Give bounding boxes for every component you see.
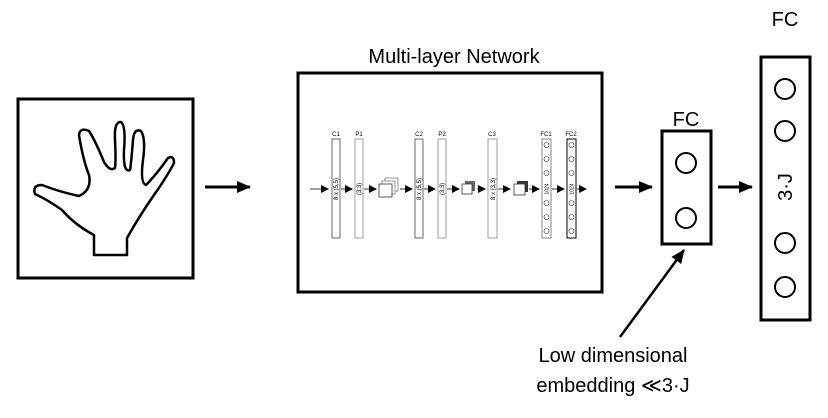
layers-fc2-name: FC2 xyxy=(565,132,577,138)
layer-fc2: FC2 1024 xyxy=(565,132,577,239)
fc-embedding-layer: FC xyxy=(660,109,713,246)
network-internals: C1 8 x (5,5) P1 (3,3) C2 8 x (5,5) P2 (3… xyxy=(310,132,587,239)
layers-c3-size: 8 x (3,3) xyxy=(491,178,497,200)
layers-c2-size: 8 x (5,5) xyxy=(417,178,423,200)
network-title: Multi-layer Network xyxy=(368,46,540,68)
layers-c1-name: C1 xyxy=(332,132,340,138)
layers-fc1-size: 1024 xyxy=(545,183,551,194)
feature-map-cube-2 xyxy=(461,181,475,195)
layer-p1: P1 (3,3) xyxy=(354,132,364,239)
layers-c1-size: 8 x (5,5) xyxy=(334,178,340,200)
layers-c3-name: C3 xyxy=(488,132,496,138)
network-box xyxy=(296,71,604,294)
layer-c3: C3 8 x (3,3) xyxy=(487,132,498,239)
layer-p2: P2 (3,3) xyxy=(437,132,447,239)
layers-fc2-size: 1024 xyxy=(570,183,576,194)
layer-c2: C2 8 x (5,5) xyxy=(414,132,423,239)
hand-input-image xyxy=(16,97,195,280)
fc_large-label: FC xyxy=(772,9,799,31)
fc_small-label: FC xyxy=(673,109,700,131)
feature-map-cube-1 xyxy=(378,177,399,198)
feature-map-cube-3 xyxy=(513,181,528,196)
annotation-arrow xyxy=(618,249,686,338)
annotation-line-1: Low dimensional xyxy=(539,345,688,367)
fc-output-layer: FC 3·J xyxy=(759,9,812,322)
layers-p2-size: (3,3) xyxy=(440,183,446,195)
layers-p1-name: P1 xyxy=(355,132,363,138)
layers-fc1-name: FC1 xyxy=(540,132,552,138)
layer-c1: C1 8 x (5,5) xyxy=(331,132,340,239)
annotation-line-2: embedding ≪3·J xyxy=(536,375,689,397)
fc_large-size: 3·J xyxy=(775,173,797,201)
layers-p1-size: (3,3) xyxy=(357,183,363,195)
layer-fc1: FC1 1024 xyxy=(540,132,552,239)
layers-p2-name: P2 xyxy=(438,132,446,138)
hand-icon xyxy=(33,120,176,257)
layers-c2-name: C2 xyxy=(415,132,423,138)
